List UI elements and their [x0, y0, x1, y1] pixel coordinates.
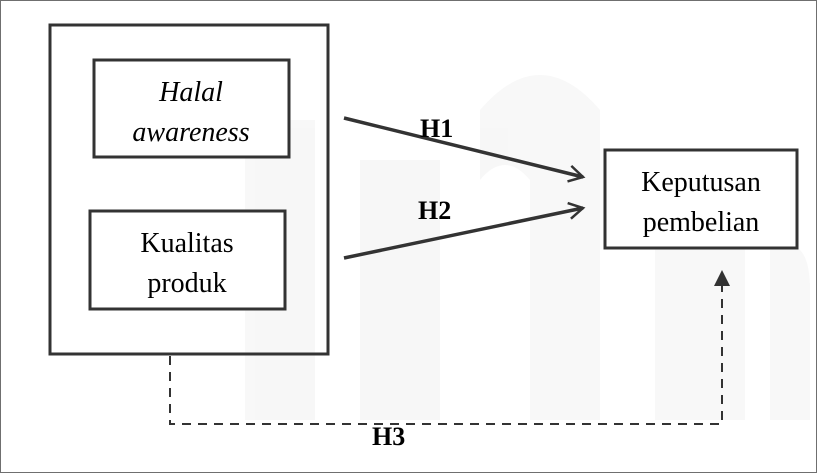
h1-label: H1 [420, 114, 453, 143]
independent-variables-group [48, 23, 330, 356]
h1-arrow [343, 116, 586, 183]
kualitas-produk-line2: produk [147, 268, 226, 299]
h3-label: H3 [372, 422, 405, 451]
keputusan-pembelian-node: Keputusan pembelian [603, 148, 799, 250]
halal-awareness-line1: Halal [158, 77, 223, 108]
keputusan-pembelian-line1: Keputusan [641, 167, 761, 198]
watermark-logo [245, 75, 810, 420]
h3-dashed-arrow [169, 270, 730, 425]
halal-awareness-line2: awareness [132, 117, 249, 148]
kualitas-produk-node: Kualitas produk [88, 209, 287, 311]
h2-arrow [343, 201, 586, 260]
keputusan-pembelian-line2: pembelian [643, 207, 760, 238]
kualitas-produk-line1: Kualitas [140, 228, 233, 259]
halal-awareness-node: Halal awareness [92, 58, 291, 159]
h2-label: H2 [418, 196, 451, 225]
